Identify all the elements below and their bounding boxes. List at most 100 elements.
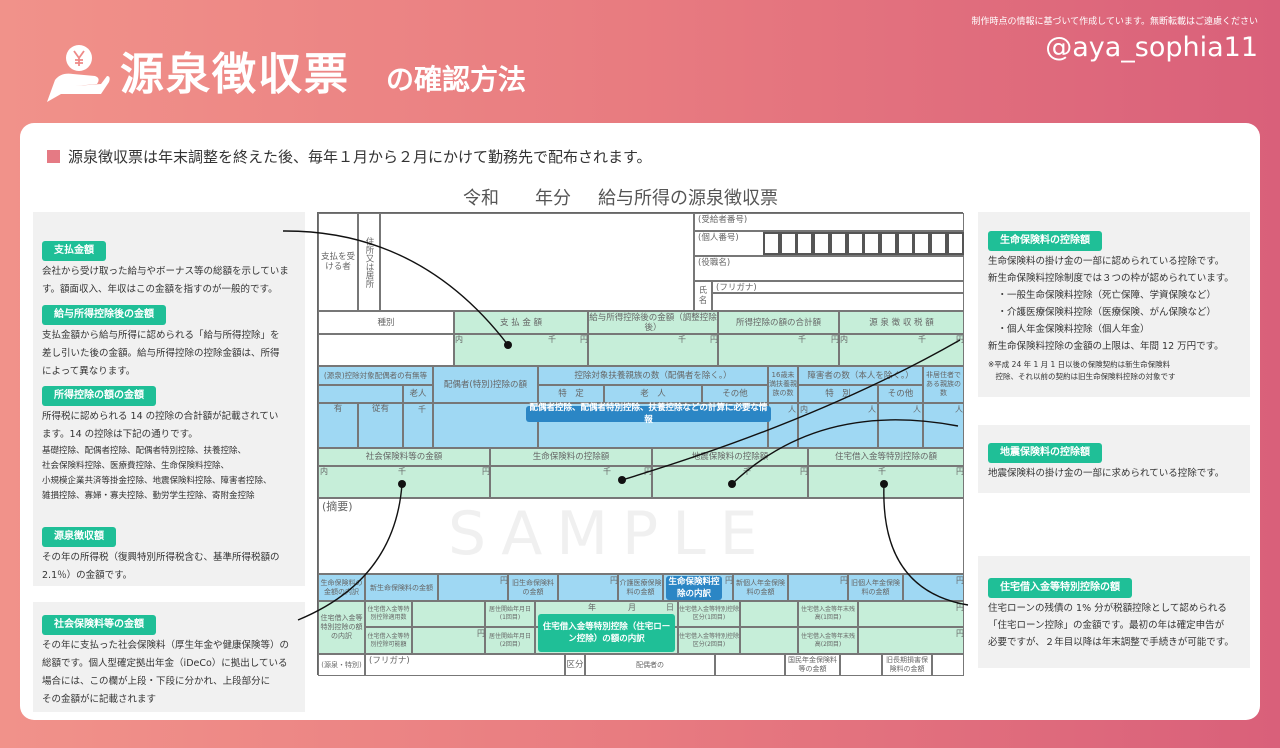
housing-applicable-field[interactable] [412,601,485,627]
address-label: 住所又は居所 [358,213,380,311]
kubun-2-label: 住宅借入金等特別控除区分(2回目) [678,627,740,654]
balance-1-field[interactable] [858,601,964,627]
unit-label: 円 [477,629,485,638]
spouse-yes-field[interactable]: 有 [318,403,358,448]
new-pension-field[interactable] [788,574,848,601]
personal-number-digit-box[interactable] [946,232,964,255]
body-line: ・介護医療保険料控除（医療保険、がん保険など） [988,307,1217,318]
spouse-deduction-field[interactable] [433,403,538,448]
kubun-1-field[interactable] [740,601,798,627]
spouse-senior-field[interactable] [403,403,433,448]
dependents-header: 控除対象扶養親族の数（配偶者を除く。） [538,366,768,385]
small-line: 雑損控除、寡婦・寡夫控除、勤労学生控除、寄附金控除 [42,491,255,501]
personal-number-digit-box[interactable] [913,232,931,255]
personal-number-digit-box[interactable] [779,232,797,255]
gensen-tokubetsu-label: (源泉・特別) [318,654,365,676]
unit-label: 千 [603,467,611,476]
personal-number-digit-box[interactable] [796,232,814,255]
personal-number-digit-box[interactable] [846,232,864,255]
recipient-number-field[interactable]: (受給者番号) [694,213,964,231]
personal-number-digit-box[interactable] [813,232,831,255]
housing-applicable-label: 住宅借入金等特別控除適用数 [365,601,412,627]
spouse-header-blank [318,385,403,403]
quake-insurance-header: 地震保険料の控除額 [652,448,808,466]
copyright-notice: 制作時点の情報に基づいて作成しています。無断転載はご遠慮ください [971,17,1258,27]
kubun-2-field[interactable] [740,627,798,654]
personal-number-digit-box[interactable] [930,232,947,255]
spouse-header: (源泉)控除対象配偶者の有無等 [318,366,433,385]
right-panel-section: 生命保険料の控除額生命保険料の掛け金の一部に認められている控除です。新生命保険料… [988,228,1248,383]
after-deduction-field[interactable] [588,334,718,366]
personal-number-digit-box[interactable] [863,232,881,255]
old-life-field[interactable] [558,574,618,601]
section-label: 支払金額 [42,241,106,261]
spouse-furigana-field[interactable]: (フリガナ) [365,654,565,676]
body-line: によって異なります。 [42,366,136,377]
page-title: 源泉徴収票 [120,49,350,100]
left-panel-section: 社会保険料等の金額その年に支払った社会保険料（厚生年金や健康保険等）の総額です。… [42,612,302,709]
form-title-era: 令和 年分 [463,188,571,209]
personal-number-digit-box[interactable] [829,232,847,255]
body-line: 生命保険料の掛け金の一部に認められている控除です。 [988,256,1225,267]
old-longterm-label: 旧長期損害保険料の金額 [882,654,932,676]
intro-text: 源泉徴収票は年末調整を終えた後、毎年１月から２月にかけて勤務先で配布されます。 [68,148,652,166]
personal-number-digit-box[interactable] [879,232,897,255]
unit-label: 人 [913,405,921,414]
unit-label: 千 [418,405,426,414]
unit-label: 日 [666,603,674,612]
personal-number-digit-box[interactable] [896,232,914,255]
dependents-info-tag: 配偶者控除、配偶者特別控除、扶養控除などの計算に必要な情報 [526,403,771,425]
old-longterm-field[interactable] [932,654,964,676]
small-line: 社会保険料控除、医療費控除、生命保険料控除、 [42,461,230,471]
body-line: 2.1％）の金額です。 [42,570,133,581]
unit-label: 円 [580,335,588,344]
housing-possible-label: 住宅借入金等特別控除可能額 [365,627,412,654]
pay-amount-field[interactable] [454,334,588,366]
housing-loan-field[interactable] [808,466,964,498]
unit-label: 千 [878,467,886,476]
disabled-header: 障害者の数（本人を除く。） [798,366,923,385]
unit-label: 円 [956,576,964,585]
personal-number-digit-box[interactable] [763,232,780,255]
body-line: 必要ですが、２年目以降は年末調整で手続きが可能です。 [988,637,1234,648]
section-label: 給与所得控除後の金額 [42,305,166,325]
body-line: 支払金額から給与所得に認められる「給与所得控除」を [42,330,280,341]
body-line: 地震保険料の掛け金の一部に求められている控除です。 [988,468,1225,479]
life-insurance-field[interactable] [490,466,652,498]
spouse-deduction-header: 配偶者(特別)控除の額 [433,366,538,403]
name-field[interactable] [712,293,964,311]
address-field[interactable] [380,213,694,311]
deduction-total-field[interactable] [718,334,839,366]
furigana-field[interactable]: (フリガナ) [712,281,964,293]
new-life-field[interactable] [438,574,508,601]
housing-possible-field[interactable] [412,627,485,654]
housing-breakdown-label: 住宅借入金等特別控除の額の内訳 [318,601,365,654]
position-field[interactable]: (役職名) [694,256,964,281]
balance-2-field[interactable] [858,627,964,654]
new-life-label: 新生命保険料の金額 [365,574,438,601]
special-disabled-field[interactable] [798,403,878,448]
unit-label: 人 [955,405,963,414]
section-label: 所得控除の額の金額 [42,386,156,406]
quake-insurance-field[interactable] [652,466,808,498]
remarks-field[interactable]: (摘要) [318,498,964,574]
unit-label: 円 [956,603,964,612]
section-label: 社会保険料等の金額 [42,615,156,635]
type-field[interactable] [318,334,454,366]
pension-insurance-field[interactable] [840,654,882,676]
under16-header: 16歳未満扶養親族の数 [768,366,798,403]
note-line: ※平成 24 年 1 月 1 日以後の保険契約は新生命保険料 [988,360,1171,369]
withholding-tax-field[interactable] [839,334,964,366]
unit-label: 円 [644,467,652,476]
body-line: その年に支払った社会保険料（厚生年金や健康保険等）の [42,640,290,651]
spouse-juyu-field[interactable]: 従有 [358,403,403,448]
unit-label: 千 [398,467,406,476]
unit-label: 内 [840,335,848,344]
unit-label: 内 [320,467,328,476]
spouse-total-field[interactable] [715,654,785,676]
old-pension-field[interactable] [903,574,964,601]
special-header: 特 別 [798,385,878,403]
small-line: 基礎控除、配偶者控除、配偶者特別控除、扶養控除、 [42,446,247,456]
unit-label: 内 [455,335,463,344]
body-line: 所得税に認められる 14 の控除の合計額が記載されてい [42,411,279,422]
